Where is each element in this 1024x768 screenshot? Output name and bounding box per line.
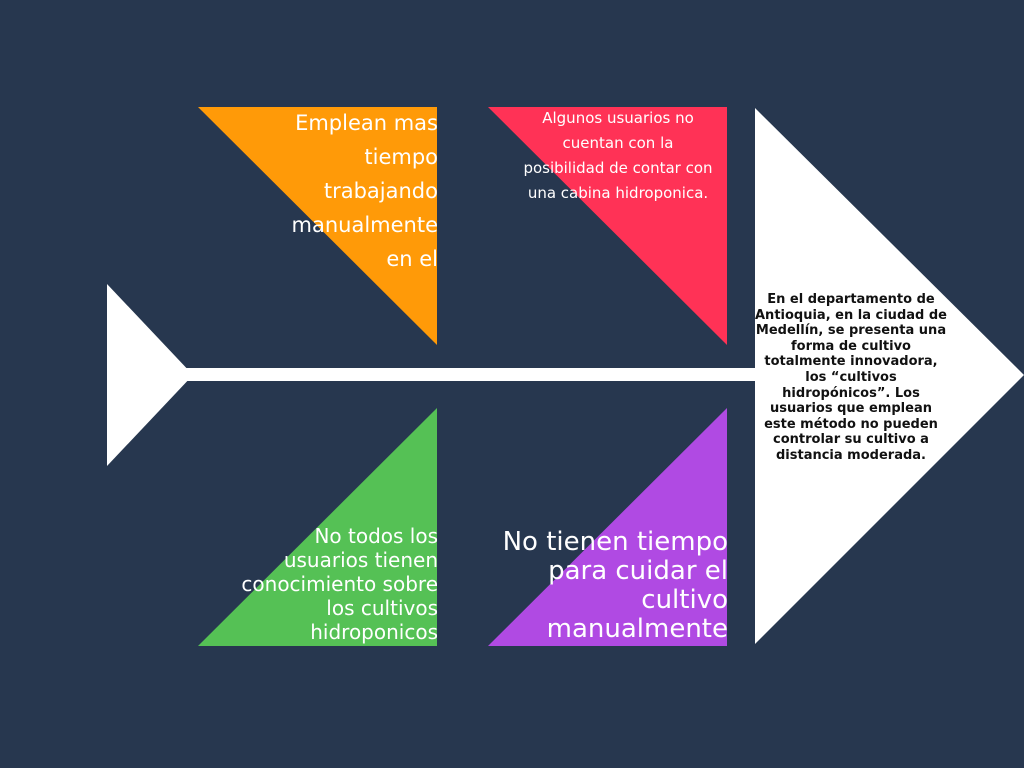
cause-label-top-right: Algunos usuarios no cuentan con la posib… bbox=[523, 109, 713, 202]
fishbone-spine bbox=[186, 368, 758, 381]
cause-triangle-top-right bbox=[488, 107, 727, 345]
cause-triangle-bottom-right bbox=[488, 408, 727, 646]
effect-label: En el departamento de Antioquia, en la c… bbox=[755, 292, 947, 463]
cause-triangle-bottom-left bbox=[198, 408, 437, 646]
cause-triangle-top-left bbox=[198, 107, 437, 345]
cause-label-bottom-right: No tienen tiempo para cuidar el cultivo … bbox=[502, 527, 728, 644]
fishbone-head bbox=[755, 108, 1024, 644]
fishbone-tail bbox=[107, 284, 193, 466]
cause-label-bottom-left: No todos los usuarios tienen conocimient… bbox=[241, 524, 438, 644]
cause-label-top-left: Emplean mas tiempo trabajando manualment… bbox=[291, 111, 439, 271]
